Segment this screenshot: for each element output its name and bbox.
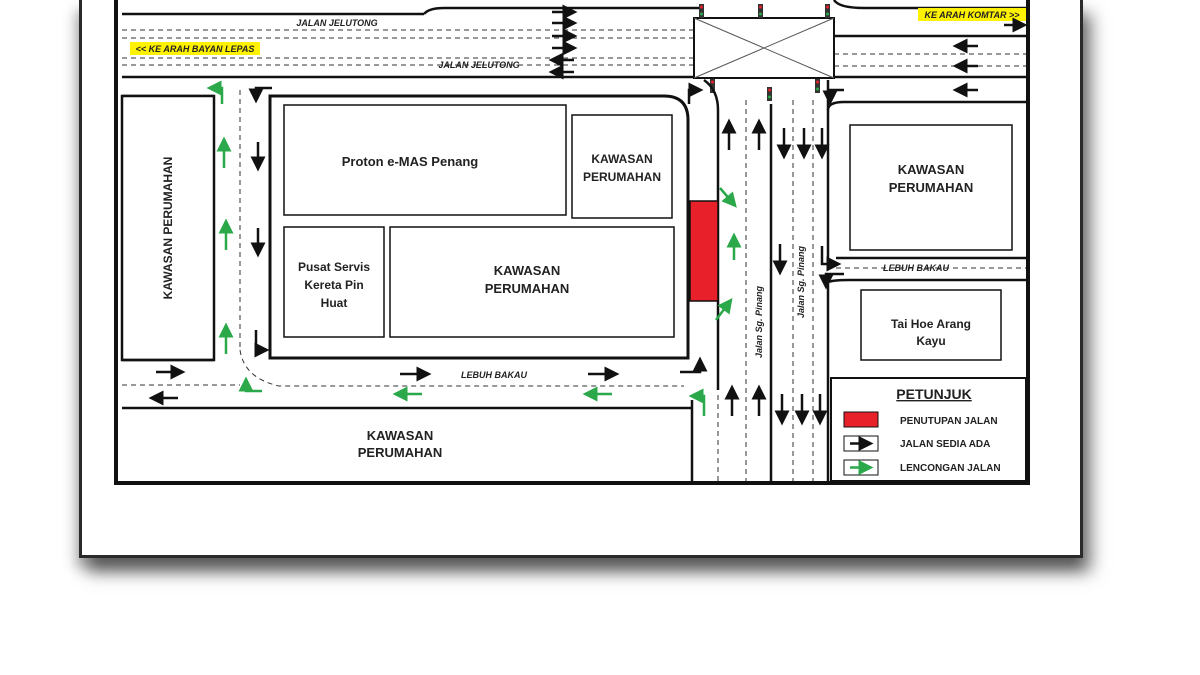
road-label-sg-pinang-left: Jalan Sg. Pinang [754, 285, 764, 358]
svg-text:KAWASAN: KAWASAN [367, 428, 433, 443]
legend-closure-label: PENUTUPAN JALAN [900, 416, 998, 427]
svg-text:Tai Hoe Arang: Tai Hoe Arang [891, 317, 971, 331]
legend-title: PETUNJUK [896, 386, 971, 402]
road-label-jalan-jelutong-top: JALAN JELUTONG [296, 18, 377, 28]
svg-text:PERUMAHAN: PERUMAHAN [358, 445, 443, 460]
intersection-box [693, 17, 835, 79]
map-canvas: KE ARAH KOMTAR >> << KE ARAH BAYAN LEPAS… [120, 0, 1026, 481]
legend: PETUNJUK PENUTUPAN JALAN JALAN SEDIA ADA… [830, 377, 1026, 481]
svg-text:KAWASAN: KAWASAN [898, 162, 964, 177]
traffic-light-icon [699, 4, 830, 101]
existing-arrows-top [548, 4, 1026, 98]
svg-text:Huat: Huat [321, 296, 348, 310]
svg-text:PERUMAHAN: PERUMAHAN [485, 281, 570, 296]
block-right: KAWASAN PERUMAHAN Tai Hoe Arang Kayu LEB… [826, 100, 1026, 361]
block-proton [283, 104, 567, 216]
block-kawasan-right [849, 124, 1013, 251]
svg-text:<< KE ARAH BAYAN LEPAS: << KE ARAH BAYAN LEPAS [136, 44, 255, 54]
existing-arrows [148, 82, 844, 426]
lane-dashes-top [122, 29, 1026, 67]
svg-text:KAWASAN: KAWASAN [591, 152, 652, 166]
legend-closure-swatch [843, 411, 879, 428]
svg-text:Proton e-MAS Penang: Proton e-MAS Penang [342, 154, 479, 169]
svg-text:KAWASAN: KAWASAN [494, 263, 560, 278]
traffic-map: KE ARAH KOMTAR >> << KE ARAH BAYAN LEPAS… [114, 0, 1030, 485]
svg-text:Pusat Servis: Pusat Servis [298, 260, 370, 274]
road-label-jalan-jelutong-mid: JALAN JELUTONG [438, 60, 519, 70]
svg-text:Kereta Pin: Kereta Pin [304, 278, 363, 292]
road-lebuh-bakau [122, 358, 692, 410]
sign-ke-arah-bayan-lepas: << KE ARAH BAYAN LEPAS [130, 42, 260, 55]
svg-text:PERUMAHAN: PERUMAHAN [583, 170, 661, 184]
block-kawasan-perumahan-bottom: KAWASAN PERUMAHAN [358, 428, 443, 460]
sign-ke-arah-komtar: KE ARAH KOMTAR >> [918, 8, 1026, 21]
legend-existing-label: JALAN SEDIA ADA [900, 439, 990, 450]
block-kawasan-center [389, 226, 675, 338]
block-main: Proton e-MAS Penang KAWASAN PERUMAHAN Pu… [268, 94, 690, 360]
block-kawasan-top-mid [571, 114, 673, 219]
road-left-vertical [239, 90, 684, 387]
road-label-sg-pinang-right: Jalan Sg. Pinang [796, 245, 806, 318]
road-label-lebuh-bakau-right: LEBUH BAKAU [883, 263, 949, 273]
diversion-arrows [206, 80, 742, 416]
svg-text:Kayu: Kayu [916, 334, 945, 348]
block-kawasan-perumahan-left: KAWASAN PERUMAHAN [120, 94, 216, 362]
block-pusat-servis [283, 226, 385, 338]
svg-text:PERUMAHAN: PERUMAHAN [889, 180, 974, 195]
svg-text:KE ARAH KOMTAR >>: KE ARAH KOMTAR >> [924, 10, 1020, 20]
block-tai-hoe [860, 289, 1002, 361]
legend-diversion-label: LENCONGAN JALAN [900, 463, 1001, 474]
road-label-lebuh-bakau-bottom: LEBUH BAKAU [461, 370, 527, 380]
road-closure [689, 200, 719, 302]
svg-text:KAWASAN PERUMAHAN: KAWASAN PERUMAHAN [161, 157, 175, 300]
